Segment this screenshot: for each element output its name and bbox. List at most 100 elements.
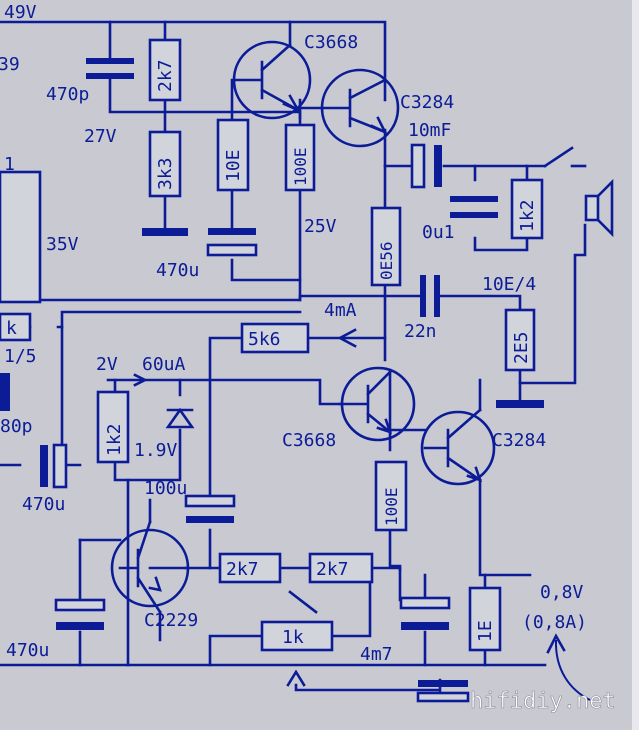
label-cap-470p: 470p [46, 84, 89, 105]
cap-470u-left-plate-a [40, 445, 48, 487]
edge-block [0, 170, 42, 304]
label-q-c3284-bottom: C3284 [492, 430, 546, 451]
label-q-c3668-top: C3668 [304, 32, 358, 53]
wire-22n-line [0, 294, 522, 312]
label-edge-top: 39 [0, 54, 20, 75]
label-edge-1: 1 [4, 154, 15, 175]
label-v27: 27V [84, 126, 117, 147]
label-i-08a: (0,8A) [522, 612, 587, 633]
transistor-icon [420, 410, 496, 486]
label-res-2k7-top: 2k7 [155, 59, 176, 92]
arrows [133, 328, 591, 701]
transistor-leads [338, 370, 392, 434]
label-cap-470u-left: 470u [22, 494, 65, 515]
cap-100u-plate-a [184, 494, 236, 508]
zener-icon-triangle [165, 407, 195, 429]
label-res-100e-top: 100E [291, 147, 310, 186]
transistor-c3284-top [298, 68, 400, 148]
annotation-arrow-head [546, 633, 566, 654]
emitter-arrow [370, 116, 388, 135]
label-edge-80p: 80p [0, 416, 33, 437]
switch-icon [543, 146, 574, 168]
resistor-3k3 [148, 130, 182, 198]
cap-100u-plate-b [186, 516, 234, 523]
wire-vbe-stage [78, 498, 402, 642]
cap-470u-bottom-plate-b [56, 622, 104, 630]
emitter-arrow [466, 466, 483, 483]
wire-supply-rail [0, 20, 387, 102]
speaker-icon-body [584, 194, 600, 222]
wire-pot [208, 574, 372, 667]
cap-470u-mid-plate-b [206, 243, 258, 257]
cap-470p-plate-a [86, 58, 134, 64]
wire-pot-wiper [288, 590, 318, 614]
resistor-2e5 [504, 308, 536, 372]
capacitors [0, 58, 544, 703]
labels: 49V 39 470p 2k7 C3668 C3284 27V 3k3 10E … [0, 2, 616, 714]
label-res-2e5: 2E5 [511, 331, 532, 364]
label-res-2k7-b: 2k7 [316, 559, 349, 580]
label-res-10e4: 10E/4 [482, 274, 536, 295]
label-res-100e-bottom: 100E [382, 487, 401, 526]
label-q-c3668-bottom: C3668 [282, 430, 336, 451]
bias-arrow [133, 373, 148, 387]
label-res-1k-pot: 1k [282, 627, 304, 648]
resistor-1k2-left [96, 390, 130, 464]
emitter-arrow [148, 576, 162, 592]
label-v35: 35V [46, 234, 79, 255]
cap-0u1-plate-a [450, 196, 498, 202]
cap-470u-mid-plate-a [208, 228, 256, 235]
transistor-c3668-bottom [338, 366, 416, 442]
ground-bottom-b [416, 691, 470, 703]
label-cap-4m7: 4m7 [360, 644, 393, 665]
wire-4ma-line [208, 336, 387, 498]
cap-80p-plate [0, 373, 10, 411]
ground-3k3 [142, 228, 188, 236]
cap-0u1-plate-b [450, 212, 498, 218]
wire-bias-line [106, 378, 342, 406]
label-v2: 2V [96, 354, 118, 375]
resistor-1k2-right [510, 178, 544, 240]
ground-2e5 [496, 400, 544, 408]
label-res-k-left: k [6, 318, 17, 339]
transistor-icon [110, 528, 190, 608]
transistor-c3668-top [232, 40, 312, 120]
emitter-arrow [376, 418, 393, 435]
speaker-icon-cone [596, 178, 614, 238]
label-v08: 0,8V [540, 582, 584, 603]
cap-10mf-plate-b [434, 145, 442, 187]
resistor-10e [216, 118, 250, 192]
watermark-text: hifidiy.net [470, 689, 616, 714]
cap-22n-plate-b [434, 275, 440, 317]
label-v25: 25V [304, 216, 337, 237]
label-res-10e: 10E [223, 149, 244, 182]
transistors [110, 40, 496, 614]
label-q-c3284-top: C3284 [400, 92, 454, 113]
transistor-leads [118, 520, 188, 614]
label-res-1k2-left: 1k2 [104, 423, 125, 456]
cap-4m7-plate-a [399, 596, 451, 610]
transistor-icon [232, 40, 312, 120]
transistor-c3284-bottom [420, 408, 496, 486]
resistor-2k7-b [308, 552, 374, 584]
label-cap-10mf: 10mF [408, 120, 451, 141]
zener-diode [165, 407, 195, 429]
ground-bottom-a [418, 680, 468, 687]
cap-10mf-plate-a [410, 143, 426, 189]
transistor-leads [234, 43, 300, 112]
current-arrow-4ma [337, 328, 357, 348]
resistors [0, 38, 544, 652]
cap-22n-plate-a [420, 275, 426, 317]
resistor-2k7-a [218, 552, 282, 584]
resistor-1k-pot [260, 620, 334, 652]
wire-1k2-left [113, 378, 130, 667]
resistor-100e-bottom [374, 460, 408, 532]
label-res-1k2-right: 1k2 [517, 199, 538, 232]
cap-470p-plate-b [86, 73, 134, 79]
emitter-arrow [282, 94, 302, 113]
label-edge-1-5: 1/5 [4, 346, 37, 367]
label-i-4ma: 4mA [324, 300, 357, 321]
label-cap-470u-bottom: 470u [6, 640, 49, 661]
transistor-c2229 [110, 520, 190, 614]
